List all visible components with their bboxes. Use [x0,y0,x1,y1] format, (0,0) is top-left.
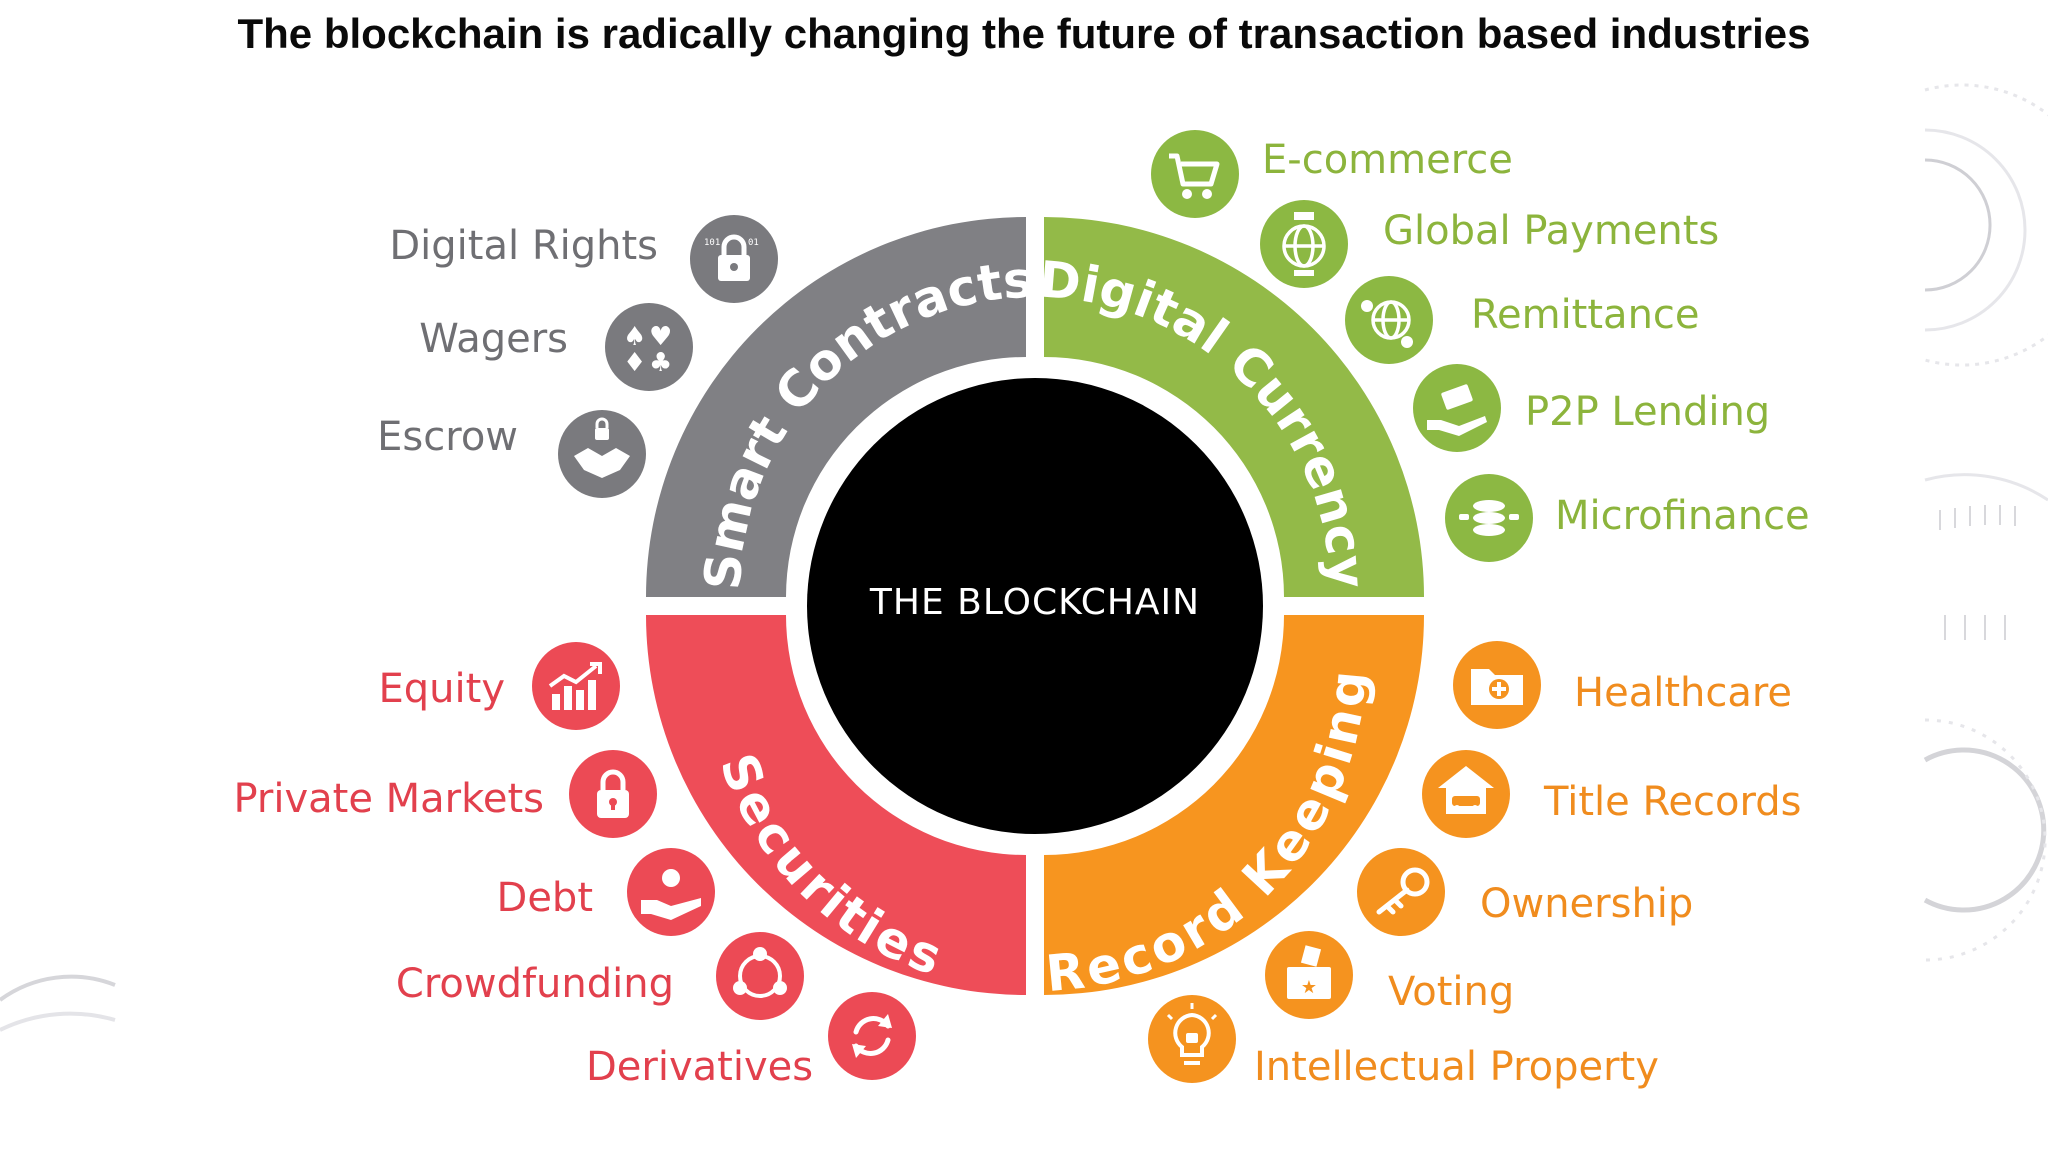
wagers-label: Wagers [419,316,568,362]
p2p-lending-label: P2P Lending [1525,389,1771,435]
hand-money-icon [1413,364,1501,452]
intellectual-property-label: Intellectual Property [1254,1044,1659,1090]
exchange-arrows-icon [828,992,916,1080]
lightbulb-lock-icon [1148,995,1236,1083]
record-keeping-segment [1044,615,1424,995]
digital-currency-segment [1044,217,1424,597]
handshake-lock-icon [558,410,646,498]
card-suits-icon: ♠♥♦♣ [605,303,693,391]
escrow-label: Escrow [377,414,518,460]
svg-text:101: 101 [704,238,720,248]
securities-segment [646,615,1026,995]
derivatives-label: Derivatives [586,1044,814,1090]
people-circle-icon [716,932,804,1020]
svg-text:★: ★ [1301,977,1317,998]
svg-text:♣: ♣ [649,348,672,378]
smart-contracts-segment [646,217,1026,597]
private-markets-label: Private Markets [233,776,544,822]
binary-lock-icon: 101 01 [690,215,778,303]
page-title: The blockchain is radically changing the… [237,10,1811,57]
svg-text:♠: ♠ [623,322,646,352]
medical-folder-icon [1453,641,1541,729]
coins-icon [1445,474,1533,562]
digital-rights-label: Digital Rights [389,223,658,269]
shopping-cart-icon [1151,130,1239,218]
ecommerce-label: E-commerce [1262,137,1513,183]
growth-chart-icon [532,642,620,730]
equity-label: Equity [378,666,505,712]
global-payments-label: Global Payments [1383,208,1720,254]
voting-label: Voting [1388,969,1515,1015]
padlock-icon [569,750,657,838]
healthcare-label: Healthcare [1574,670,1793,716]
title-records-label: Title Records [1544,779,1802,825]
hand-coin-icon [627,848,715,936]
svg-text:♥: ♥ [649,322,672,352]
remittance-label: Remittance [1471,292,1700,338]
ballot-box-icon: ★ [1265,931,1353,1019]
debt-label: Debt [496,875,593,921]
ownership-label: Ownership [1480,881,1694,927]
globe-person-icon [1345,276,1433,364]
svg-text:01: 01 [748,238,759,248]
crowdfunding-label: Crowdfunding [395,961,674,1007]
svg-text:♦: ♦ [623,348,646,378]
center-label: THE BLOCKCHAIN [869,582,1201,623]
blockchain-core-circle [807,378,1263,834]
microfinance-label: Microfinance [1555,493,1810,539]
globe-bank-icon [1260,200,1348,288]
key-icon [1357,848,1445,936]
house-car-icon [1422,750,1510,838]
